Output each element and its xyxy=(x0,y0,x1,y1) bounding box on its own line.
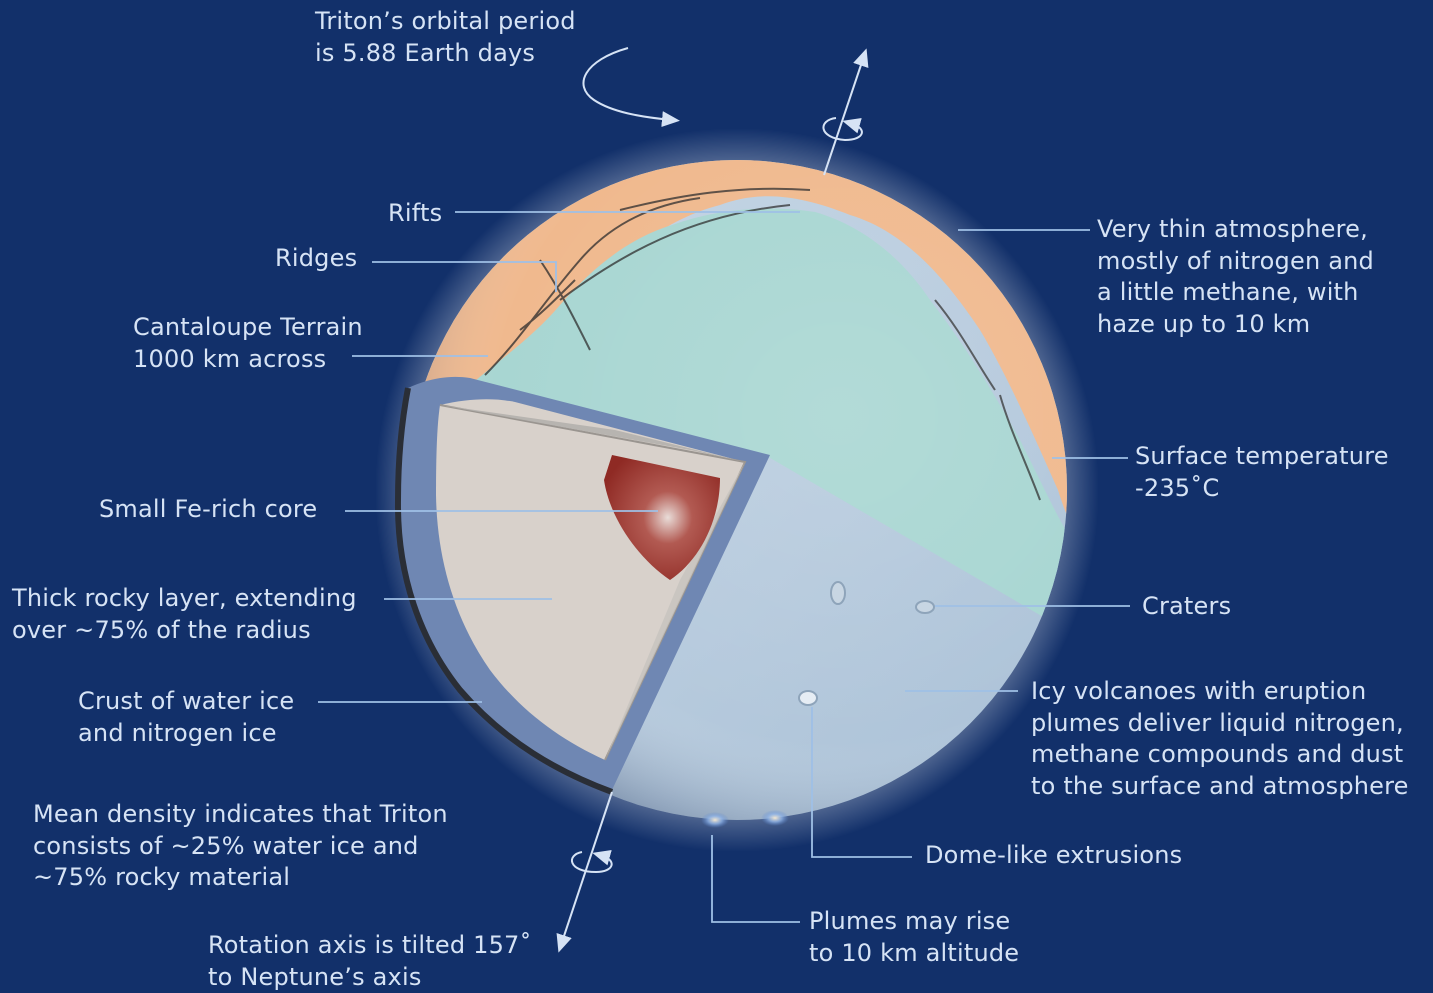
density-label: Mean density indicates that Triton consi… xyxy=(33,799,448,894)
plume-marker xyxy=(701,812,729,828)
dome-extrusions-label: Dome-like extrusions xyxy=(925,840,1182,872)
icy-volcanoes-label: Icy volcanoes with eruption plumes deliv… xyxy=(1031,676,1409,802)
plume-marker xyxy=(761,810,789,826)
orbital-period-label: Triton’s orbital period is 5.88 Earth da… xyxy=(315,6,576,69)
rotation-axis-label: Rotation axis is tilted 157˚ to Neptune’… xyxy=(208,930,532,993)
orbital-direction-arrow xyxy=(583,48,672,120)
ridges-label: Ridges xyxy=(275,243,357,275)
dome-extrusion-marker xyxy=(799,691,817,705)
rocky-layer-label: Thick rocky layer, extending over ~75% o… xyxy=(12,583,357,646)
crust-label: Crust of water ice and nitrogen ice xyxy=(78,686,294,749)
craters-label: Craters xyxy=(1142,591,1231,623)
surface-temperature-label: Surface temperature -235˚C xyxy=(1135,441,1389,504)
crater-marker xyxy=(916,601,934,613)
rifts-label: Rifts xyxy=(388,198,442,230)
crater-marker xyxy=(831,582,845,604)
atmosphere-label: Very thin atmosphere, mostly of nitrogen… xyxy=(1097,214,1374,340)
cantaloupe-terrain-label: Cantaloupe Terrain 1000 km across xyxy=(133,312,363,375)
plumes-label: Plumes may rise to 10 km altitude xyxy=(809,906,1019,969)
core-label: Small Fe-rich core xyxy=(99,494,317,526)
